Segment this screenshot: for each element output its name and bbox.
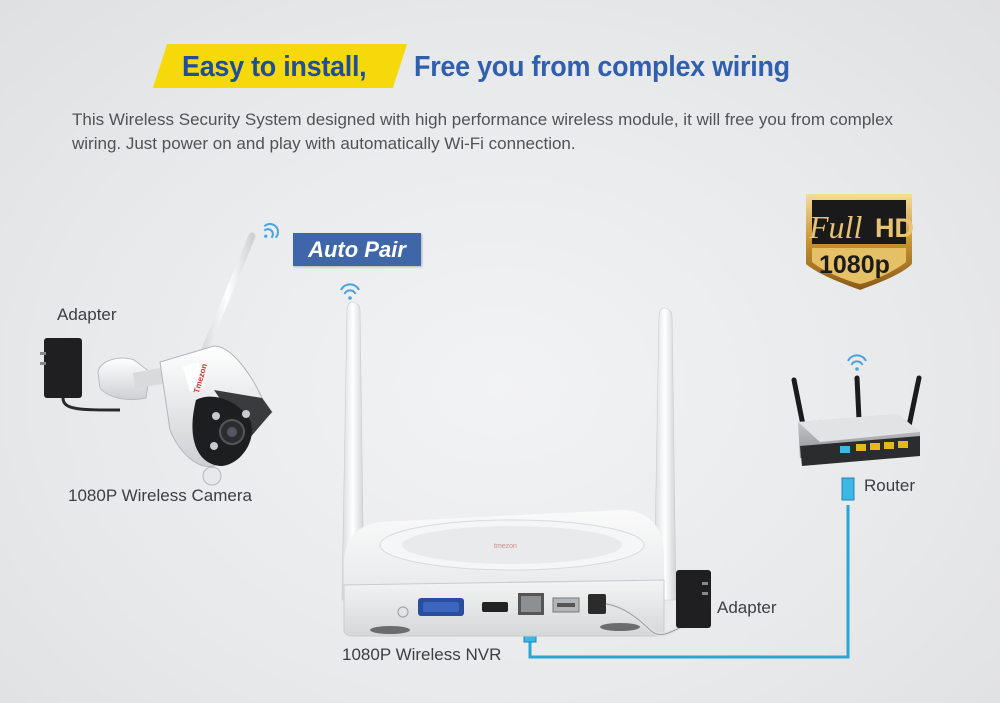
adapter-right-label: Adapter [717,598,777,617]
router-label: Router [864,476,916,495]
svg-text:tmezon: tmezon [494,543,517,550]
headline: Easy to install, Free you from complex w… [152,40,840,92]
nvr-icon: tmezon [341,301,691,637]
badge-resolution-text: 1080p [819,251,890,279]
headline-part1: Easy to install, [182,51,367,83]
wifi-icon-nvr [340,283,360,300]
camera-icon [97,232,273,486]
badge-full-text: Full [809,209,863,245]
description: This Wireless Security System designed w… [72,110,894,153]
camera-label: 1080P Wireless Camera [68,486,252,505]
full-hd-badge-frame [806,194,912,290]
auto-pair-label: Auto Pair [293,233,421,266]
router-icon [791,375,922,466]
wifi-icon-router [847,354,867,371]
nvr-label: 1080P Wireless NVR [342,645,502,664]
headline-part2: Free you from complex wiring [414,51,790,83]
full-hd-badge: Full HD 1080p [803,193,915,288]
adapter-left-label: Adapter [57,305,117,324]
adapter-left-icon [40,338,121,412]
wifi-icon-camera [263,223,279,239]
badge-hd-text: HD [875,213,914,243]
adapter-right-icon [676,570,711,628]
